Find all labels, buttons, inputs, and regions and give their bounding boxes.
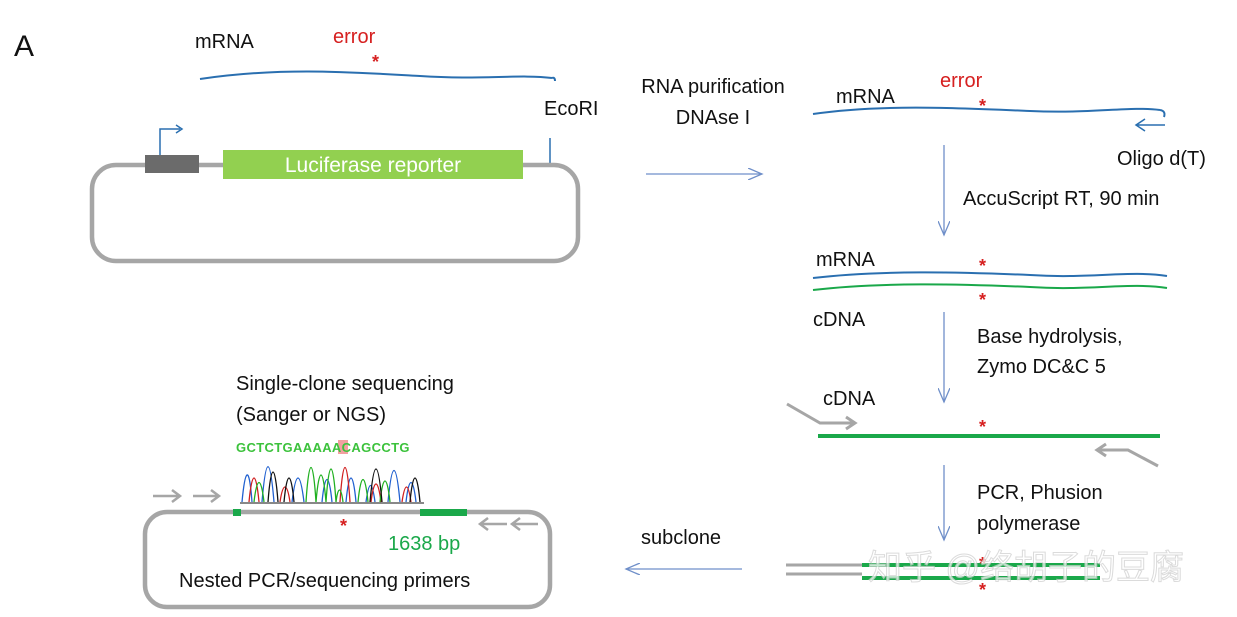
sanger-chromatogram: GCTCTGAAAAACAGCCTG [236, 440, 424, 504]
plasmid-error-star: * [372, 52, 379, 72]
step2-label: AccuScript RT, 90 min [963, 188, 1159, 210]
oligo-dt-label: Oligo d(T) [1117, 148, 1206, 170]
forward-primer-icon [786, 402, 858, 431]
pcr-cdna-label: cDNA [823, 388, 876, 410]
hybrid-mrna-error-star: * [979, 256, 986, 276]
mrna-error-star: * [979, 96, 986, 116]
promoter-block [145, 155, 199, 173]
sequencing-title-line2: (Sanger or NGS) [236, 404, 386, 426]
luciferase-reporter-block [223, 150, 523, 179]
hybrid-mrna-label: mRNA [816, 249, 876, 271]
subclone-error-star: * [340, 516, 347, 536]
reporter-plasmid: mRNA error * EcoRI Luciferase reporter [89, 26, 598, 264]
sequence-readout: GCTCTGAAAAACAGCCTG [236, 440, 410, 455]
plasmid-mrna-label: mRNA [195, 31, 255, 53]
hybrid-cdna-label: cDNA [813, 309, 866, 331]
plasmid-mrna-end [551, 76, 556, 82]
promoter-arrow-icon [159, 128, 180, 155]
nested-forward-primer-icon [193, 489, 222, 503]
step1-label-line1: RNA purification [641, 76, 784, 98]
mrna-label: mRNA [836, 86, 896, 108]
nested-reverse-primer-icon [509, 517, 538, 531]
plasmid-mrna-strand [199, 70, 553, 80]
plasmid-backbone [89, 162, 581, 264]
step4-label-line2: polymerase [977, 513, 1080, 535]
step3-label-line1: Base hydrolysis, [977, 326, 1123, 348]
subclone-plasmid: Single-clone sequencing (Sanger or NGS) … [142, 373, 553, 610]
reverse-primer-icon [1094, 442, 1159, 468]
cdna-pcr: cDNA * [786, 388, 1160, 468]
cdna-error-star: * [979, 417, 986, 437]
oligo-dt-primer-arrow [1134, 118, 1165, 132]
mrna-error-label: error [940, 70, 983, 92]
step5-label: subclone [641, 527, 721, 549]
luciferase-reporter-label: Luciferase reporter [285, 154, 461, 177]
step4-label-line1: PCR, Phusion [977, 482, 1103, 504]
watermark: 知乎 @络胡子的豆腐 [868, 549, 1184, 587]
panel-letter: A [14, 30, 34, 63]
mrna-cdna-hybrid: mRNA * * cDNA [812, 249, 1168, 331]
nested-forward-primer-icon [153, 489, 183, 503]
step3-label-line2: Zymo DC&C 5 [977, 356, 1106, 378]
hybrid-mrna-strand [812, 271, 1168, 279]
insert-marker-right [420, 509, 467, 516]
insert-marker-left [233, 509, 241, 516]
plasmid-error-label: error [333, 26, 376, 48]
fragment-size-label: 1638 bp [388, 533, 460, 555]
variant-highlight [338, 440, 348, 454]
subclone-plasmid-backbone [142, 509, 553, 610]
mrna-strand [812, 106, 1161, 115]
nested-primers-label: Nested PCR/sequencing primers [179, 570, 470, 592]
nested-reverse-primer-icon [477, 517, 507, 531]
purified-mrna: mRNA error * Oligo d(T) [812, 70, 1206, 170]
hybrid-cdna-error-star: * [979, 290, 986, 310]
step1-label-line2: DNAse I [676, 107, 750, 129]
pcr-products: * * [786, 554, 1100, 600]
hybrid-cdna-strand [812, 283, 1168, 291]
ecori-label: EcoRI [544, 98, 598, 120]
svg-text:*: * [979, 580, 986, 600]
svg-text:*: * [979, 554, 986, 574]
sequencing-title-line1: Single-clone sequencing [236, 373, 454, 395]
